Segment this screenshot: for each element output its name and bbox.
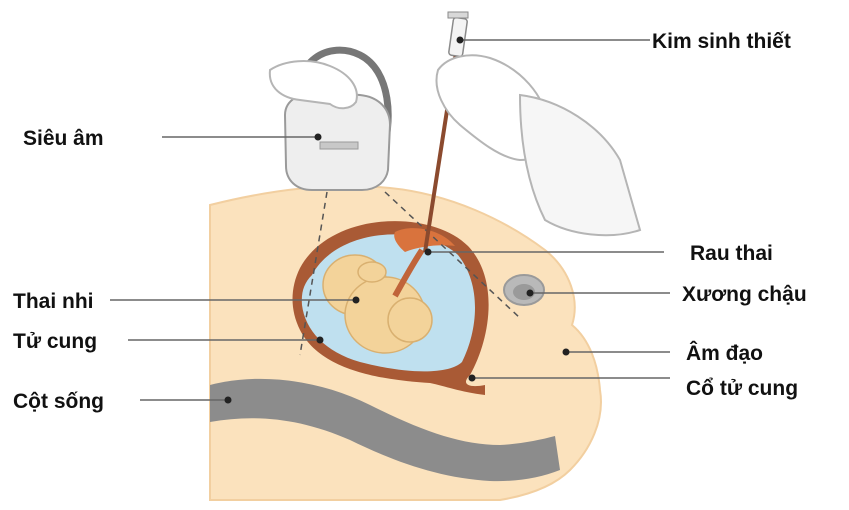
label-ultrasound: Siêu âm — [23, 128, 104, 149]
left-hand — [270, 61, 357, 108]
label-fetus: Thai nhi — [13, 291, 94, 312]
label-uterus: Tử cung — [13, 331, 97, 352]
sleeve — [520, 95, 640, 235]
label-vagina: Âm đạo — [686, 343, 763, 364]
label-pelvic-bone: Xương chậu — [682, 284, 807, 305]
label-cervix: Cổ tử cung — [686, 378, 798, 399]
label-spine: Cột sống — [13, 391, 104, 412]
label-needle: Kim sinh thiết — [652, 31, 791, 52]
label-placenta: Rau thai — [690, 243, 773, 264]
